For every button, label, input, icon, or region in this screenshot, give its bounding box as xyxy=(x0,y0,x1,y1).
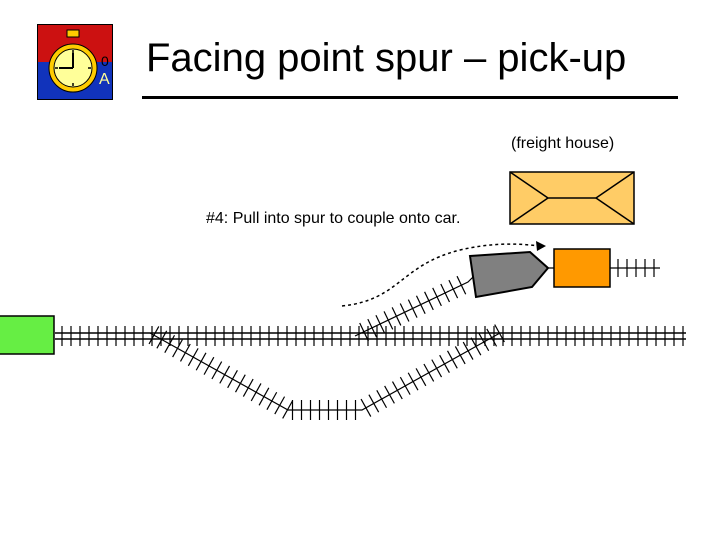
track-tie xyxy=(359,322,369,342)
track-tie xyxy=(250,383,262,402)
track-tie xyxy=(203,356,215,375)
track-tie xyxy=(376,390,388,409)
locomotive-main xyxy=(0,315,55,355)
track-tie xyxy=(448,279,459,299)
track-tie xyxy=(274,396,286,415)
track-tie xyxy=(407,299,418,318)
track-tie xyxy=(440,283,451,303)
svg-text:0: 0 xyxy=(101,53,109,69)
track-tie xyxy=(282,400,293,419)
track-tie xyxy=(478,333,490,352)
track-tie xyxy=(172,339,183,358)
track-tie xyxy=(258,387,270,406)
freight-house xyxy=(509,171,635,225)
track-tie xyxy=(179,343,191,362)
track-tie xyxy=(148,326,160,345)
freight-car xyxy=(553,248,611,288)
track-tie xyxy=(219,365,231,384)
track-tie xyxy=(454,346,466,365)
track-tie xyxy=(415,368,427,387)
track-tie xyxy=(360,398,372,417)
track-tie xyxy=(470,337,482,356)
track-tie xyxy=(367,318,378,338)
slide-title: Facing point spur – pick-up xyxy=(146,36,627,80)
track-tie xyxy=(431,359,443,378)
track-tie xyxy=(227,370,238,389)
track-tie xyxy=(368,394,380,413)
track-tie xyxy=(242,378,254,397)
step-caption: #4: Pull into spur to couple onto car. xyxy=(206,210,461,227)
track-tie xyxy=(423,363,435,382)
track-tie xyxy=(375,314,386,334)
svg-text:A: A xyxy=(99,71,110,88)
track-tie xyxy=(462,341,474,360)
locomotive-spur xyxy=(468,250,550,299)
track-tie xyxy=(494,324,505,343)
track-tie xyxy=(446,350,458,369)
track-tie xyxy=(399,303,410,322)
freight-house-label: (freight house) xyxy=(511,135,615,152)
track-tie xyxy=(164,334,176,353)
track-tie xyxy=(211,361,223,380)
track-tie xyxy=(432,287,442,307)
track-tie xyxy=(384,385,395,404)
track-tie xyxy=(156,330,168,349)
track-tie xyxy=(383,311,394,330)
track-tie xyxy=(195,352,207,371)
track-tie xyxy=(407,372,419,391)
passing-siding xyxy=(148,324,505,420)
title-underline xyxy=(142,96,678,99)
track-tie xyxy=(391,381,403,400)
track-tie xyxy=(234,374,246,393)
stopwatch-logo-icon: 0 A xyxy=(37,24,113,100)
track-tie xyxy=(456,275,467,295)
track-tie xyxy=(187,348,199,367)
track-tie xyxy=(424,291,434,311)
movement-arrow xyxy=(341,241,546,307)
track-tie xyxy=(439,354,450,373)
track-tie xyxy=(486,328,498,347)
track-tie xyxy=(399,376,411,395)
track-tie xyxy=(266,391,278,410)
track-tie xyxy=(415,295,426,314)
track-tie xyxy=(391,307,402,326)
